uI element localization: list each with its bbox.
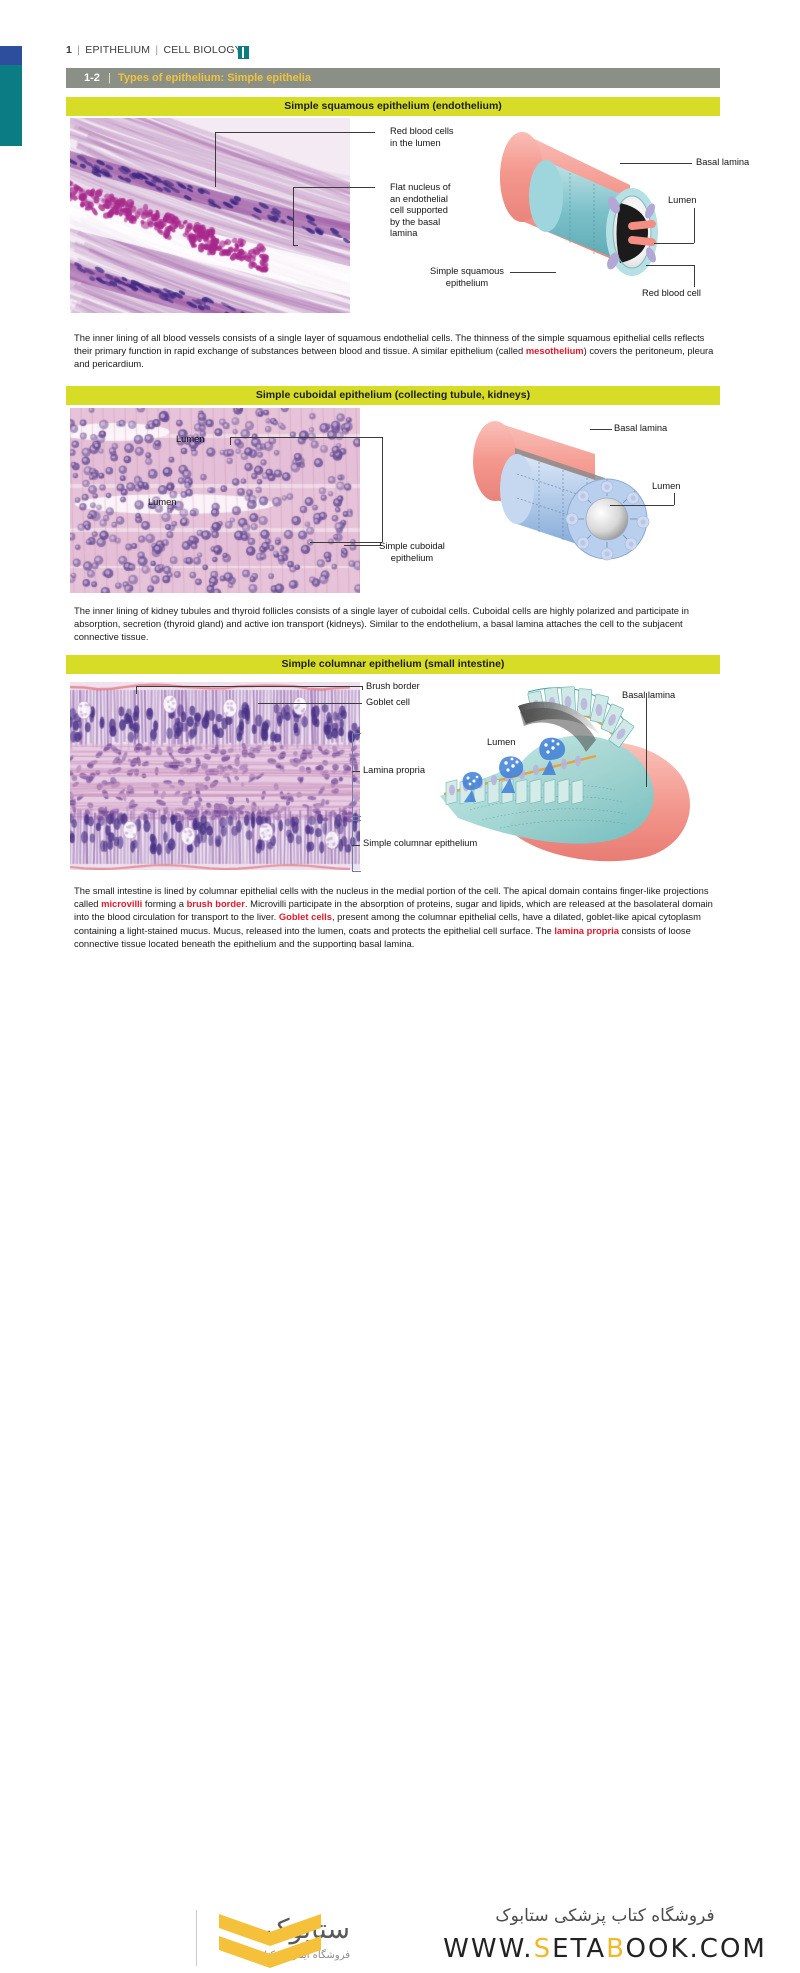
running-head-sep-2: |: [155, 44, 159, 56]
caption-columnar-text: , present among the columnar epithelial …: [74, 911, 701, 936]
footer-url-s: S: [533, 1934, 553, 1964]
leader-line: [654, 243, 694, 244]
leader-line: [694, 208, 695, 243]
footer-url-prefix: WWW.: [443, 1934, 534, 1964]
leader-line: [510, 272, 556, 273]
leader-line: [136, 686, 137, 694]
diagram-cuboidal-tubule: [455, 412, 675, 587]
leader-line: [293, 245, 298, 246]
label-lumen-3: Lumen: [487, 737, 516, 747]
footer-url-mid2: OOK.COM: [625, 1934, 767, 1964]
label-goblet-cell: Goblet cell: [366, 697, 410, 707]
label-basal-lamina-1: Basal lamina: [696, 157, 750, 167]
leader-line: [352, 845, 360, 846]
running-head-sep-1: |: [77, 44, 81, 56]
label-simple-cuboidal-epithelium: Simple cuboidal epithelium: [379, 541, 445, 563]
panel-header-squamous: Simple squamous epithelium (endothelium): [66, 97, 720, 116]
panel-header-cuboidal-label: Simple cuboidal epithelium (collecting t…: [255, 389, 531, 401]
chapter-index-tab: [0, 46, 22, 146]
bracket-lamina-propria: [352, 733, 361, 817]
label-simple-squamous-epithelium: Simple squamous epithelium: [430, 266, 504, 288]
leader-line: [136, 686, 362, 687]
term-highlight: brush border: [186, 898, 245, 910]
caption-squamous-text-2: ) covers the peritoneum, pleura and peri…: [74, 345, 714, 370]
footer-url-mid1: ETA: [552, 1934, 607, 1964]
leader-line: [352, 771, 360, 772]
diagram-columnar-intestine: [400, 678, 710, 873]
caption-squamous-text-1: The inner lining of all blood vessels co…: [74, 332, 705, 357]
leader-line: [590, 429, 612, 430]
book-icon: [238, 46, 249, 59]
label-basal-lamina-2: Basal lamina: [614, 423, 668, 433]
leader-line: [610, 505, 674, 506]
term-highlight: microvilli: [101, 898, 143, 910]
term-highlight: Goblet cells: [278, 911, 332, 923]
label-simple-columnar-epithelium: Simple columnar epithelium: [363, 838, 478, 848]
label-lamina-propria: Lamina propria: [363, 765, 426, 775]
leader-line: [215, 132, 375, 133]
logo-divider: [196, 1910, 197, 1966]
leader-line: [293, 187, 294, 245]
label-lumen-2: Lumen: [652, 481, 681, 491]
leader-line: [694, 265, 695, 287]
section-header-bar: 1-2 | Types of epithelium: Simple epithe…: [66, 68, 720, 88]
running-head: 1 | EPITHELIUM | CELL BIOLOGY: [66, 44, 242, 56]
label-flat-nucleus: Flat nucleus of an endothelial cell supp…: [390, 182, 451, 239]
micrograph-squamous: [70, 118, 350, 313]
micrograph-cuboidal: [70, 408, 360, 593]
label-red-blood-cells: Red blood cells in the lumen: [390, 126, 454, 148]
section-title: Types of epithelium: Simple epithelia: [118, 72, 311, 84]
footer-watermark: ستابوک فروشگاه اینترنتی کتاب فروشگاه کتا…: [0, 948, 800, 1968]
leader-line: [362, 686, 363, 690]
running-head-chapter: 1: [66, 44, 73, 56]
section-number: 1-2: [84, 72, 100, 84]
caption-columnar-text: The small intestine is lined by columnar…: [74, 885, 709, 910]
caption-columnar-text: forming a: [142, 898, 187, 910]
label-lumen-1: Lumen: [668, 195, 697, 205]
running-head-part1: EPITHELIUM: [85, 44, 151, 56]
leader-line: [620, 163, 692, 164]
label-lumen-micro-2: Lumen: [148, 497, 177, 507]
micrograph-columnar: [70, 682, 360, 870]
panel-header-columnar: Simple columnar epithelium (small intest…: [66, 655, 720, 674]
footer-url-b: B: [606, 1934, 626, 1964]
caption-squamous: The inner lining of all blood vessels co…: [74, 331, 714, 371]
textbook-page: 1 | EPITHELIUM | CELL BIOLOGY 1-2 | Type…: [0, 44, 800, 1968]
term-mesothelium: mesothelium: [525, 345, 584, 357]
footer-url: WWW.SETABOOK.COM: [430, 1934, 780, 1964]
leader-line: [310, 542, 382, 543]
leader-line: [344, 545, 382, 546]
caption-columnar-text: . Microvilli participate in the absorpti…: [74, 898, 713, 923]
leader-line: [674, 493, 675, 505]
leader-line: [646, 265, 694, 266]
diagram-squamous-vessel: [480, 125, 680, 305]
bracket-simple-columnar: [352, 820, 361, 872]
leader-line: [646, 693, 647, 787]
label-basal-lamina-3: Basal lamina: [622, 690, 676, 700]
panel-header-squamous-label: Simple squamous epithelium (endothelium): [284, 100, 502, 112]
chevron-logo-icon: [215, 1910, 325, 1973]
leader-line: [382, 437, 383, 542]
label-lumen-micro-1: Lumen: [176, 434, 205, 444]
chapter-index-tab-top: [0, 46, 22, 65]
leader-line: [215, 132, 216, 187]
leader-line: [230, 437, 231, 445]
footer-tagline-fa: فروشگاه کتاب پزشکی ستابوک: [495, 1906, 715, 1926]
running-head-part2: CELL BIOLOGY: [163, 44, 242, 56]
leader-line: [230, 437, 382, 438]
caption-columnar-text: consists of loose connective tissue loca…: [74, 924, 691, 949]
label-brush-border: Brush border: [366, 681, 420, 691]
label-red-blood-cell: Red blood cell: [642, 288, 701, 298]
footer-right-block: فروشگاه کتاب پزشکی ستابوک WWW.SETABOOK.C…: [430, 1906, 780, 1964]
term-highlight: lamina propria: [554, 924, 619, 936]
leader-line: [293, 187, 375, 188]
caption-cuboidal: The inner lining of kidney tubules and t…: [74, 605, 689, 643]
panel-header-cuboidal: Simple cuboidal epithelium (collecting t…: [66, 386, 720, 405]
leader-line: [258, 703, 362, 704]
caption-columnar: The small intestine is lined by columnar…: [74, 884, 714, 950]
section-separator: |: [108, 72, 111, 84]
panel-header-columnar-label: Simple columnar epithelium (small intest…: [281, 658, 505, 670]
